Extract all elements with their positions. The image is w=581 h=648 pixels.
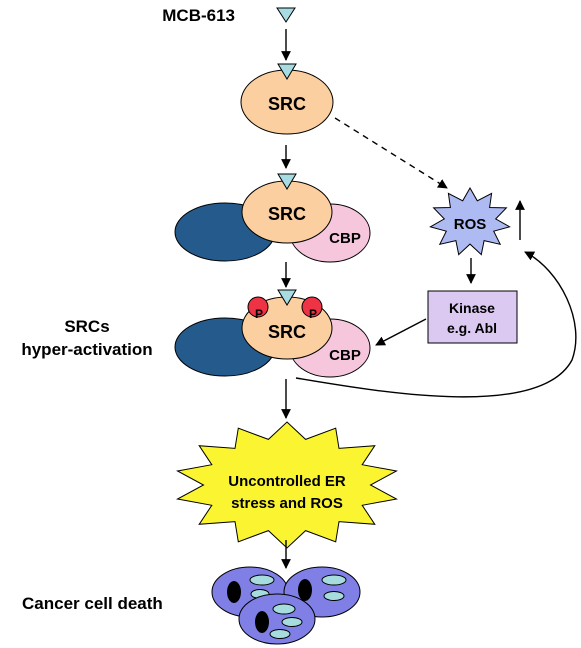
nucleus bbox=[255, 611, 269, 633]
cbp-label-complex: CBP bbox=[329, 230, 361, 247]
src-label-active: SRC bbox=[268, 322, 306, 342]
ros-star-shape bbox=[429, 186, 511, 256]
src-protein: SRC bbox=[240, 63, 334, 135]
arrow-kinase-to-active bbox=[375, 318, 427, 346]
side-label-srcs: SRCs bbox=[64, 317, 109, 336]
kinase-label: Kinase bbox=[449, 300, 495, 316]
nucleus bbox=[298, 579, 312, 601]
phospho-circle-left bbox=[247, 296, 269, 318]
kinase-box: Kinase e.g. Abl bbox=[427, 290, 518, 344]
organelle bbox=[281, 617, 303, 627]
phospho-label-right: P bbox=[309, 307, 317, 321]
phospho-label-left: P bbox=[255, 307, 263, 321]
stress-star-shape bbox=[176, 421, 398, 549]
ros-burst: ROS bbox=[429, 186, 511, 256]
phospho-circle-right bbox=[301, 296, 323, 318]
stress-burst: Uncontrolled ER stress and ROS bbox=[176, 421, 398, 549]
stress-label-line1: Uncontrolled ER bbox=[228, 473, 346, 490]
death-label: Cancer cell death bbox=[22, 594, 163, 613]
drug-triangle-bound bbox=[277, 63, 297, 80]
feedback-arrow-to-ros bbox=[295, 251, 577, 398]
active-src-cbp-complex: P P SRC CBP bbox=[174, 289, 371, 378]
drug-triangle-complex bbox=[277, 173, 297, 190]
nucleus bbox=[227, 581, 241, 603]
arrow-src-to-ros bbox=[334, 117, 448, 189]
drug-triangle-active bbox=[277, 289, 297, 306]
organelle bbox=[272, 603, 296, 615]
organelle bbox=[269, 629, 291, 639]
src-label: SRC bbox=[268, 94, 306, 114]
drug-label: MCB-613 bbox=[162, 6, 235, 25]
cbp-label-active: CBP bbox=[329, 347, 361, 364]
organelle bbox=[321, 574, 347, 586]
organelle bbox=[323, 591, 345, 601]
side-label-hyper-activation: hyper-activation bbox=[21, 340, 152, 359]
organelle bbox=[249, 574, 275, 586]
cancer-cell-bottom bbox=[238, 593, 316, 645]
ros-label: ROS bbox=[454, 216, 487, 233]
drug-triangle bbox=[276, 7, 296, 23]
src-label-complex: SRC bbox=[268, 204, 306, 224]
src-cbp-complex: SRC CBP bbox=[174, 173, 371, 263]
stress-label-line2: stress and ROS bbox=[231, 495, 343, 512]
kinase-example: e.g. Abl bbox=[447, 320, 497, 336]
